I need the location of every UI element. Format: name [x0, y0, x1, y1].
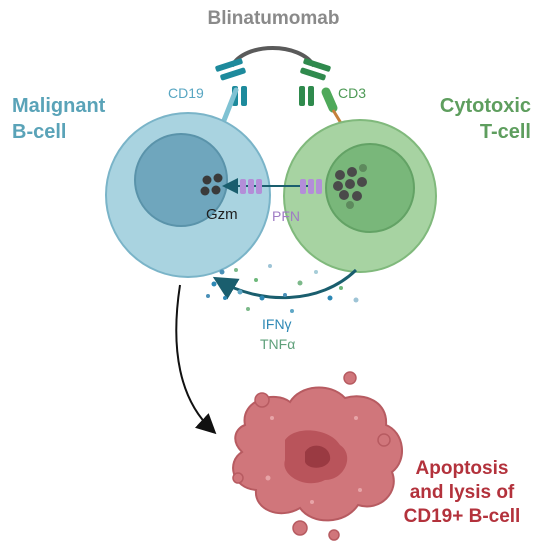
- cytotoxic-t-cell-label: Cytotoxic T-cell: [440, 93, 531, 145]
- cytotoxic-t-cell-label-line1: Cytotoxic: [439, 95, 531, 117]
- perforin-label: PFN: [272, 208, 300, 224]
- anti-cd3-fragment: [299, 58, 331, 106]
- cd19-label: CD19: [168, 85, 204, 101]
- ifn-gamma-label: IFNγ: [262, 316, 292, 332]
- cytotoxic-t-cell-label-line2: T-cell: [479, 121, 531, 143]
- apoptosis-label-line3: CD19+ B-cell: [403, 506, 521, 527]
- cytokine-particles: [206, 264, 359, 313]
- cd3-label: CD3: [338, 85, 367, 101]
- apoptotic-cell: [232, 371, 404, 541]
- tnf-alpha-label: TNFα: [260, 336, 296, 352]
- antibody-linker: [230, 46, 316, 68]
- cytokine-arrow: [212, 268, 358, 300]
- malignant-b-cell-label-line2: B-cell: [12, 121, 67, 143]
- granzyme-granules-b-cell: [200, 173, 223, 196]
- malignant-b-cell-label: Malignant B-cell: [12, 93, 105, 145]
- drug-title: Blinatumomab: [207, 8, 340, 29]
- granzyme-label: Gzm: [206, 206, 238, 223]
- t-cell-nucleus: [325, 143, 415, 233]
- malignant-b-cell-label-line1: Malignant: [12, 95, 106, 117]
- apoptosis-arrow: [175, 284, 217, 435]
- perforin-pore-b-cell: [240, 179, 262, 194]
- apoptosis-label-line2: and lysis of: [409, 482, 515, 503]
- granzyme-granules-t-cell: [333, 164, 367, 209]
- apoptosis-label: Apoptosis and lysis of CD19+ B-cell: [382, 457, 542, 529]
- apoptosis-label-line1: Apoptosis: [415, 458, 509, 479]
- perforin-pore-t-cell: [300, 179, 322, 194]
